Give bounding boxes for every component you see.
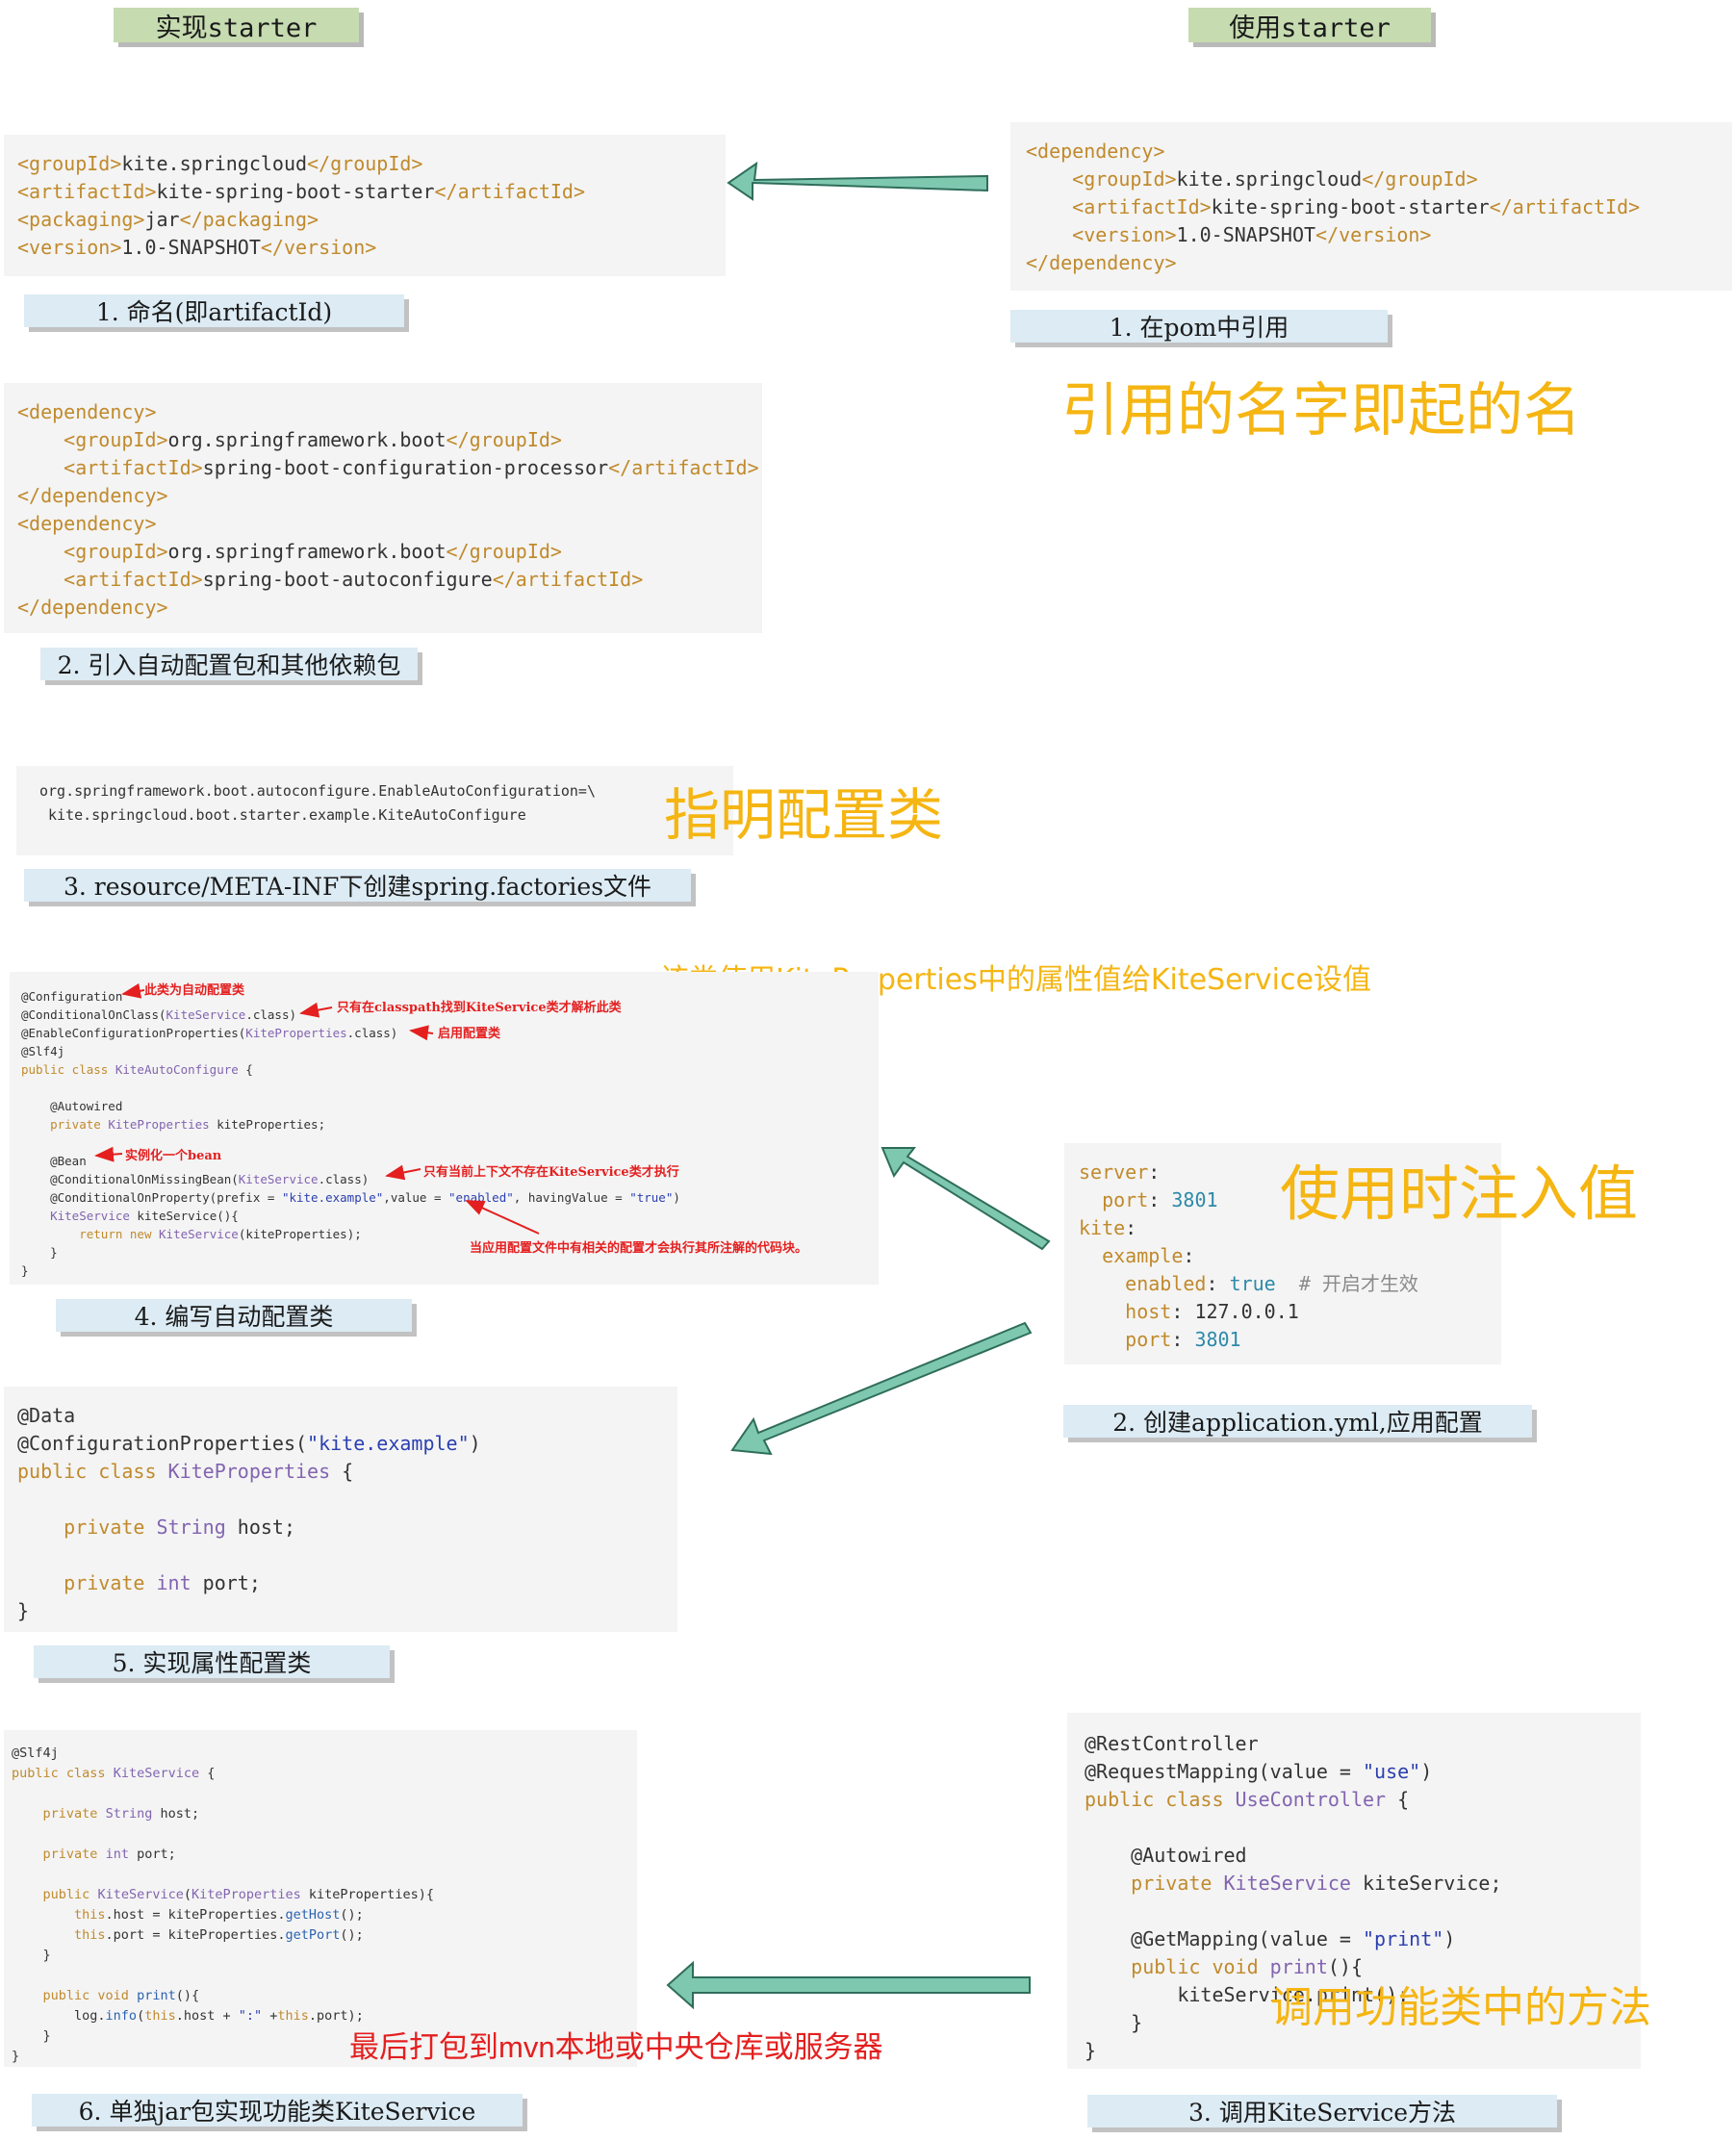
factories-line1: org.springframework.boot.autoconfigure.E… [39,782,596,800]
label-step3-factories: 3. resource/META-INF下创建spring.factories文… [24,869,691,902]
code-block-spring-factories: org.springframework.boot.autoconfigure.E… [16,766,733,855]
label-step4-auto-config: 4. 编写自动配置类 [56,1299,412,1332]
code-block-impl-pom: <groupId>kite.springcloud</groupId> <art… [4,135,726,276]
impl-packaging: jar [144,208,180,231]
dep2-group-id: org.springframework.boot [167,540,447,563]
use-version: 1.0-SNAPSHOT [1176,223,1316,246]
arrow-pom-to-name [727,161,988,201]
note-bean: 实例化一个bean [125,1149,222,1163]
annotation-inject-values: 使用时注入值 [1280,1159,1639,1229]
note-on-class: 只有在classpath找到KiteService类才解析此类 [337,1001,622,1015]
code-block-application-yml: server: port: 3801 kite: example: enable… [1064,1143,1501,1364]
get-mapping: "print" [1362,1927,1444,1950]
arrow-controller-to-service [666,1960,1031,2010]
code-block-kite-service: @Slf4j public class KiteService { privat… [4,1730,637,2067]
yaml-port: 3801 [1194,1328,1241,1351]
factories-line2: kite.springcloud.boot.starter.example.Ki… [48,806,526,824]
properties-prefix: "kite.example" [307,1432,470,1455]
label-use-step3-call: 3. 调用KiteService方法 [1087,2095,1557,2127]
dep1-artifact-id: spring-boot-configuration-processor [202,456,609,479]
red-arrow-on-property [465,1200,540,1235]
code-block-dependencies: <dependency> <groupId>org.springframewor… [4,383,762,633]
use-group-id: kite.springcloud [1176,167,1363,191]
label-step2-deps: 2. 引入自动配置包和其他依赖包 [40,648,418,680]
yaml-server-port: 3801 [1171,1188,1218,1211]
label-use-step2-yml: 2. 创建application.yml,应用配置 [1063,1405,1532,1438]
code-block-kite-properties: @Data @ConfigurationProperties("kite.exa… [4,1387,677,1632]
red-arrow-bean [94,1146,123,1162]
red-arrow-auto-config [121,982,145,999]
arrow-yml-to-autoconfig [881,1147,1051,1251]
annotation-package-deploy: 最后打包到mvn本地或中央仓库或服务器 [349,2030,883,2064]
impl-version: 1.0-SNAPSHOT [121,236,261,259]
label-step6-kite-service: 6. 单独jar包实现功能类KiteService [32,2094,523,2127]
header-implement-starter: 实现starter [114,8,359,43]
annotation-config-class: 指明配置类 [664,782,944,848]
red-arrow-on-class [299,1002,333,1018]
yaml-host: 127.0.0.1 [1194,1300,1299,1323]
label-step1-name: 1. 命名(即artifactId) [24,294,404,327]
note-on-property: 当应用配置文件中有相关的配置才会执行其所注解的代码块。 [470,1241,808,1256]
arrow-yml-to-properties [730,1321,1033,1456]
code-block-auto-configure: @Configuration @ConditionalOnClass(KiteS… [10,972,879,1285]
controller-mapping: "use" [1362,1760,1421,1783]
impl-group-id: kite.springcloud [121,152,308,175]
note-enable-props: 启用配置类 [438,1027,501,1041]
note-auto-config: 此类为自动配置类 [144,983,245,998]
label-step5-properties: 5. 实现属性配置类 [34,1645,390,1678]
impl-artifact-id: kite-spring-boot-starter [156,180,435,203]
annotation-name-same: 引用的名字即起的名 [1061,377,1581,445]
annotation-call-method: 调用功能类中的方法 [1270,1983,1651,2032]
yaml-enabled: true [1229,1272,1276,1295]
dep1-group-id: org.springframework.boot [167,428,447,451]
yaml-enabled-comment: # 开启才生效 [1298,1272,1418,1295]
label-use-step1-pom: 1. 在pom中引用 [1010,310,1388,343]
header-use-starter: 使用starter [1188,8,1431,43]
use-artifact-id: kite-spring-boot-starter [1211,195,1490,218]
dep2-artifact-id: spring-boot-autoconfigure [202,568,493,591]
red-arrow-enable-props [409,1025,434,1041]
red-arrow-missing-bean [385,1164,421,1181]
code-block-use-pom: <dependency> <groupId>kite.springcloud</… [1010,122,1732,291]
note-missing-bean: 只有当前上下文不存在KiteService类才执行 [423,1165,679,1180]
code-block-use-controller: @RestController @RequestMapping(value = … [1067,1713,1641,2069]
